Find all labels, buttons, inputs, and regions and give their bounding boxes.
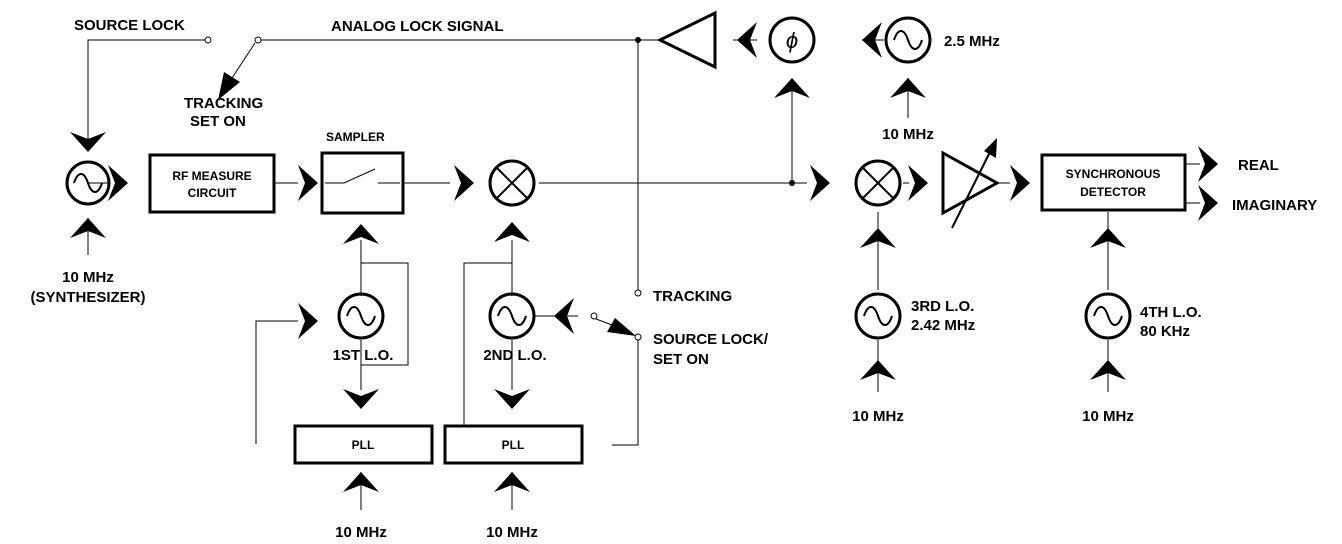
synthesizer-name-label: (SYNTHESIZER) [30,289,145,306]
source-lock-label: SOURCE LOCK [74,17,185,34]
switch-terminal [634,289,642,297]
phase-shifter-icon: ϕ [768,16,816,64]
third-lo-oscillator-icon [854,292,902,340]
tracking-set-on-label-1: TRACKING [184,95,263,112]
synchronous-detector-block: SYNCHRONOUS DETECTOR [1040,153,1187,212]
source-lock-set-on-label-1: SOURCE LOCK/ [653,331,769,348]
second-lo-label: 2ND L.O. [483,347,546,364]
pll-2-reference-label: 10 MHz [486,524,538,541]
switch-terminal [204,36,212,44]
arrowheads [70,22,1218,510]
pll-1-reference-label: 10 MHz [335,524,387,541]
synthesizer-oscillator-icon [65,160,111,206]
phase-symbol: ϕ [786,28,798,53]
analog-lock-signal-label: ANALOG LOCK SIGNAL [331,18,504,35]
sampler-label: SAMPLER [326,130,385,144]
junction-node [789,180,795,186]
switch-terminal [634,333,642,341]
variable-gain-amplifier-icon [941,138,1001,229]
signal-lines [877,340,1109,392]
wires [87,39,1200,446]
text-labels: SOURCE LOCK ANALOG LOCK SIGNAL TRACKING … [30,17,1317,541]
pll-1-label: PLL [352,438,375,452]
sync-detector-label-2: DETECTOR [1080,185,1146,199]
source-lock-set-on-label-2: SET ON [653,351,709,368]
rf-measure-label-1: RF MEASURE [172,169,251,183]
rf-measure-label-2: CIRCUIT [188,186,237,200]
second-lo-oscillator-icon [488,292,536,340]
tracking-set-on-label-2: SET ON [190,113,246,130]
switch-terminal [254,36,262,44]
junction-node [635,37,641,43]
mixer-2-icon [854,159,902,207]
third-lo-label-2: 2.42 MHz [911,317,975,334]
osc-2-5mhz-reference-label: 10 MHz [882,126,934,143]
source-lock-switch-arm [595,318,636,336]
switch-terminal [590,312,598,320]
synthesizer-freq-label: 10 MHz [62,269,114,286]
fourth-lo-reference-label: 10 MHz [1082,408,1134,425]
mixer-1-icon [488,159,536,207]
third-lo-label-1: 3RD L.O. [911,298,974,315]
tracking-switch-arm [218,42,256,100]
third-lo-reference-label: 10 MHz [852,408,904,425]
tracking-label: TRACKING [653,288,732,305]
imaginary-output-label: IMAGINARY [1232,197,1317,214]
pll-1-block: PLL [293,424,434,465]
pll-2-block: PLL [443,424,584,465]
osc-2-5mhz-label: 2.5 MHz [944,33,1000,50]
fourth-lo-label-1: 4TH L.O. [1140,304,1202,321]
reference-2-5mhz-oscillator-icon [884,16,932,64]
lock-amplifier-icon [656,10,717,70]
fourth-lo-oscillator-icon [1084,292,1132,340]
first-lo-label: 1ST L.O. [333,347,394,364]
fourth-lo-label-2: 80 KHz [1140,323,1190,340]
rf-measure-circuit-block: RF MEASURE CIRCUIT [148,153,276,214]
sampler-block [320,151,405,215]
first-lo-oscillator-icon [337,292,385,340]
pll-2-label: PLL [502,438,525,452]
sync-detector-label-1: SYNCHRONOUS [1066,167,1161,181]
real-output-label: REAL [1238,157,1279,174]
